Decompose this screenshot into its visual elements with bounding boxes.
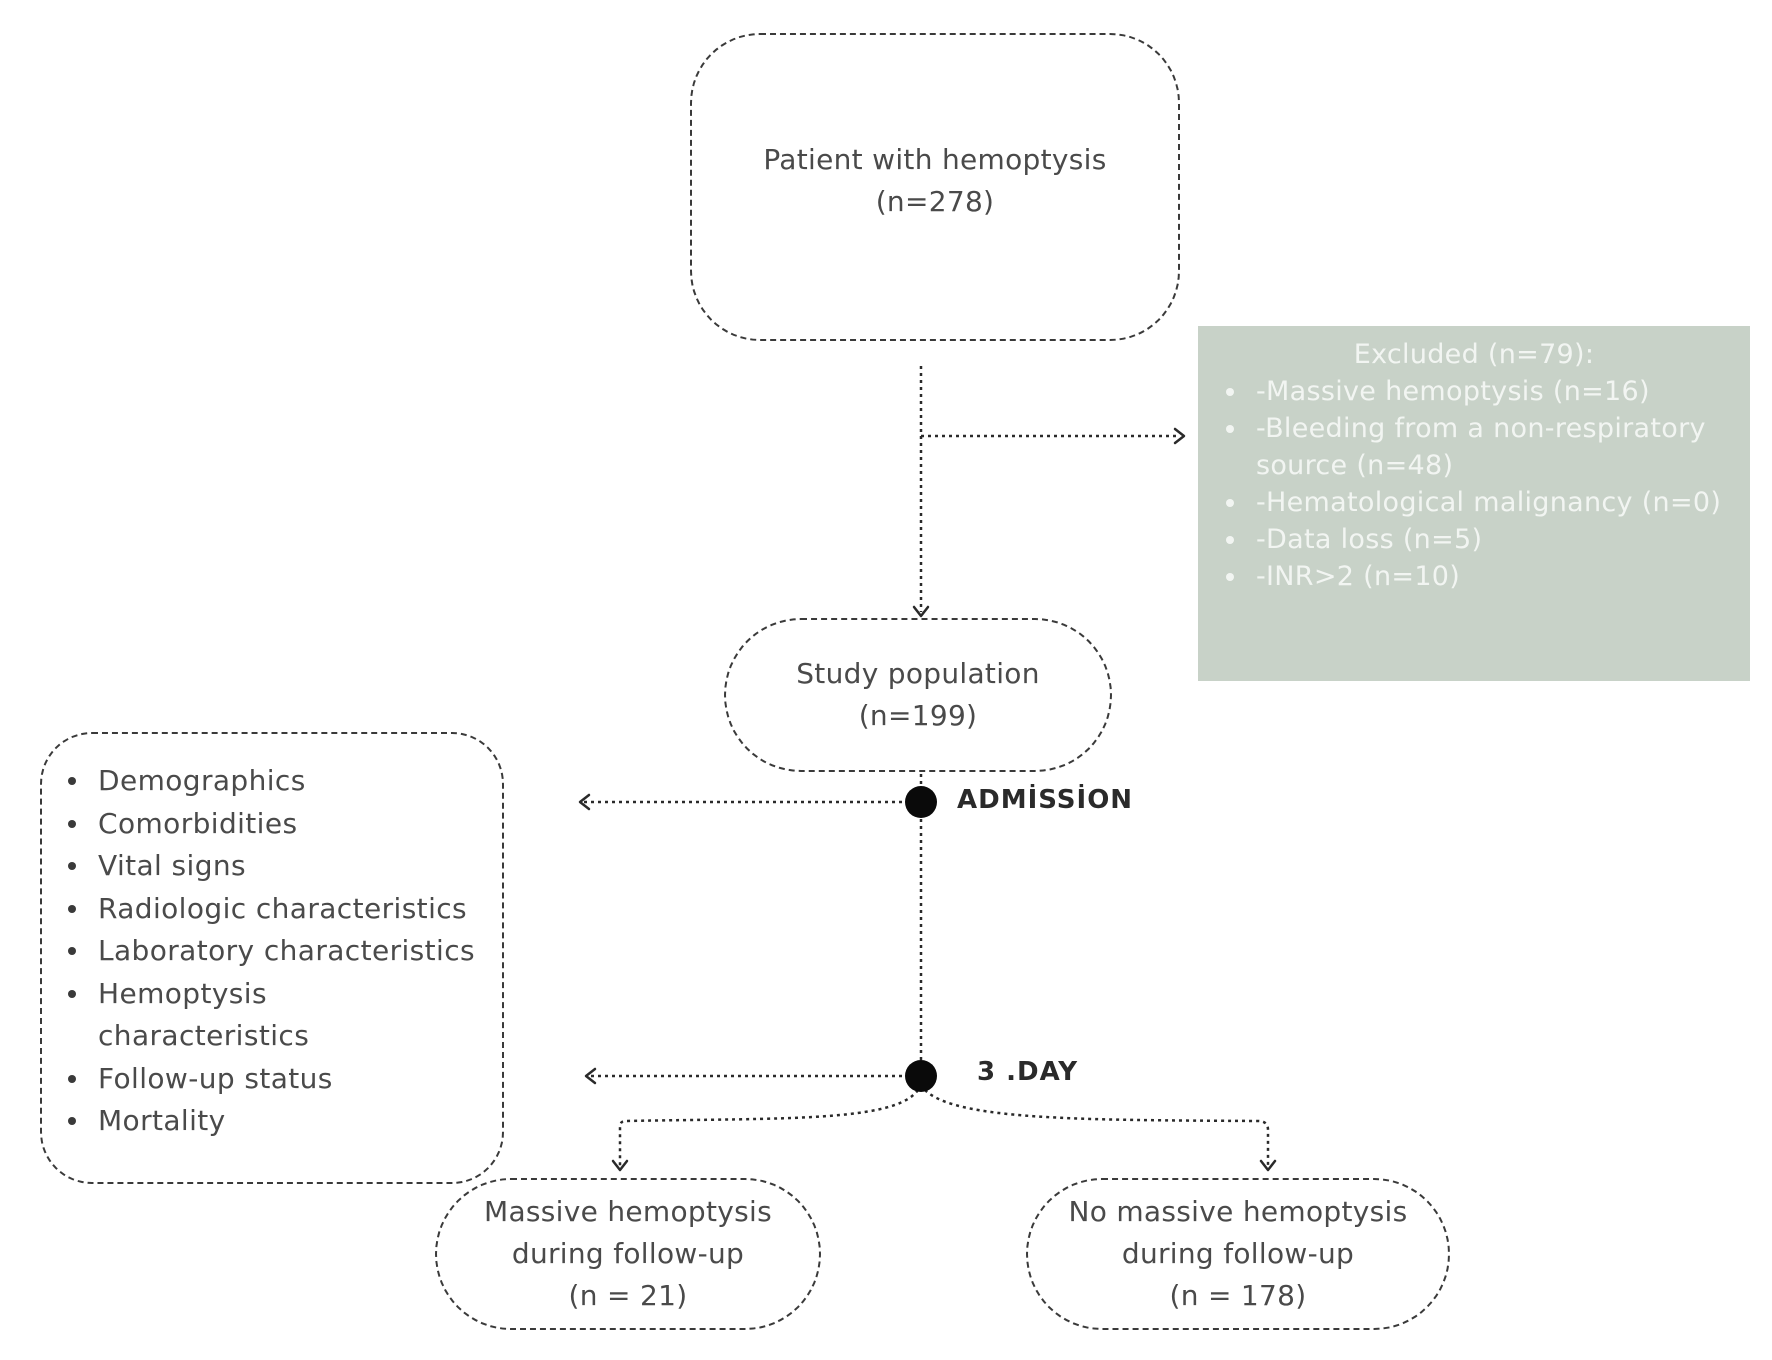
variable-item: Laboratory characteristics	[60, 930, 502, 973]
massive-line1: Massive hemoptysis	[483, 1195, 773, 1228]
arrowhead-variables-day3	[584, 1067, 597, 1085]
excluded-item: -Bleeding from a non-respiratory source …	[1218, 410, 1730, 484]
massive-line2: during follow-up	[511, 1237, 745, 1270]
variable-item: Radiologic characteristics	[60, 888, 502, 931]
patients-count: (n=278)	[875, 185, 995, 218]
variable-item: Follow-up status	[60, 1058, 502, 1101]
excluded-box: Excluded (n=79): -Massive hemoptysis (n=…	[1198, 326, 1750, 681]
study-population-label: Study population	[796, 657, 1040, 690]
no-massive-hemoptysis-box: No massive hemoptysis during follow-up (…	[1026, 1178, 1450, 1330]
excluded-item: -Hematological malignancy (n=0)	[1218, 484, 1730, 521]
study-population-box: Study population (n=199)	[724, 618, 1112, 772]
variable-item: Mortality	[60, 1100, 502, 1143]
patients-label: Patient with hemoptysis	[763, 143, 1107, 176]
excluded-item: -Data loss (n=5)	[1218, 521, 1730, 558]
arrowhead-variables-admission	[578, 793, 591, 811]
massive-hemoptysis-box: Massive hemoptysis during follow-up (n =…	[435, 1178, 821, 1330]
day3-node	[905, 1060, 937, 1092]
variables-list: Demographics Comorbidities Vital signs R…	[60, 760, 502, 1143]
excluded-title: Excluded (n=79):	[1353, 339, 1595, 370]
connector-day3-to-no-massive	[924, 1089, 1270, 1166]
variable-item: Comorbidities	[60, 803, 502, 846]
no-massive-line2: during follow-up	[1121, 1237, 1355, 1270]
no-massive-line1: No massive hemoptysis	[1068, 1195, 1408, 1228]
variable-item: Vital signs	[60, 845, 502, 888]
admission-label: ADMİSSİON	[957, 785, 1134, 815]
admission-node	[905, 786, 937, 818]
excluded-list: -Massive hemoptysis (n=16) -Bleeding fro…	[1218, 373, 1730, 595]
excluded-item: -INR>2 (n=10)	[1218, 558, 1730, 595]
day3-label: 3 .DAY	[977, 1057, 1079, 1087]
no-massive-count: (n = 178)	[1169, 1279, 1307, 1312]
variable-item: Demographics	[60, 760, 502, 803]
variables-box: Demographics Comorbidities Vital signs R…	[40, 732, 504, 1184]
excluded-item: -Massive hemoptysis (n=16)	[1218, 373, 1730, 410]
massive-count: (n = 21)	[568, 1279, 688, 1312]
patients-box: Patient with hemoptysis (n=278)	[690, 33, 1180, 341]
arrowhead-study	[912, 605, 930, 618]
arrowhead-massive	[611, 1159, 629, 1172]
arrowhead-no-massive	[1259, 1159, 1277, 1172]
arrowhead-excluded	[1173, 427, 1186, 445]
connector-day3-to-massive	[618, 1089, 920, 1166]
study-population-count: (n=199)	[858, 699, 978, 732]
variable-item: Hemoptysis characteristics	[60, 973, 338, 1058]
